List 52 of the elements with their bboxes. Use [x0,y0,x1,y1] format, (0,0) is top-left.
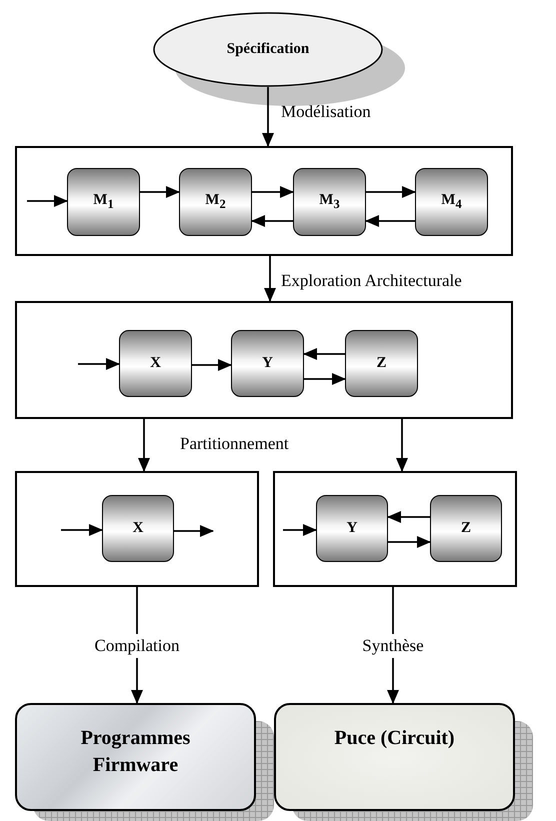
node-label: Z [460,520,471,537]
module-box [430,495,502,562]
arrow [192,359,232,371]
arrow [138,419,150,472]
arrow [251,215,293,227]
node-label: Programmes Firmware [80,726,192,778]
stage-label: Partitionnement [180,434,289,454]
node-label: M$_{1}$ [93,192,114,212]
container-box [15,471,259,587]
module-box [293,168,366,236]
ellipse-node [153,12,383,87]
node-label: M$_{3}$ [319,192,340,212]
arrow [283,524,317,536]
arrow [140,186,180,198]
module-box [231,330,304,397]
arrow [387,511,430,523]
arrow [252,186,294,198]
arrow [366,186,416,198]
arrow [78,358,120,370]
result-box [15,703,256,811]
result-box [274,703,515,811]
arrow [61,524,103,536]
node-label: Y [262,355,273,372]
node-label: X [132,520,144,537]
node-label: Y [346,520,358,537]
arrow [174,525,214,537]
container-box [15,146,513,256]
edge-label: Modélisation [280,101,372,123]
arrow [27,195,68,207]
container-box [15,301,513,419]
node-label: M$_{4}$ [441,192,462,212]
container-box [273,471,517,587]
module-box [102,495,174,562]
arrow [264,256,276,302]
module-box [345,330,418,397]
arrow [396,419,408,472]
node-label: Puce (Circuit) [334,726,455,751]
edge-label: Exploration Architecturale [280,270,463,292]
module-box [119,330,192,397]
module-box [316,495,388,562]
arrow [365,215,415,227]
module-box [179,168,252,236]
module-box [67,168,140,236]
node-label: Spécification [226,41,310,58]
arrow [303,348,345,360]
arrow [262,87,274,147]
node-label: X [150,355,161,372]
node-label: M$_{2}$ [205,192,226,212]
arrow [304,373,346,385]
arrow [388,536,431,548]
module-box [415,168,488,236]
node-label: Z [376,355,386,372]
